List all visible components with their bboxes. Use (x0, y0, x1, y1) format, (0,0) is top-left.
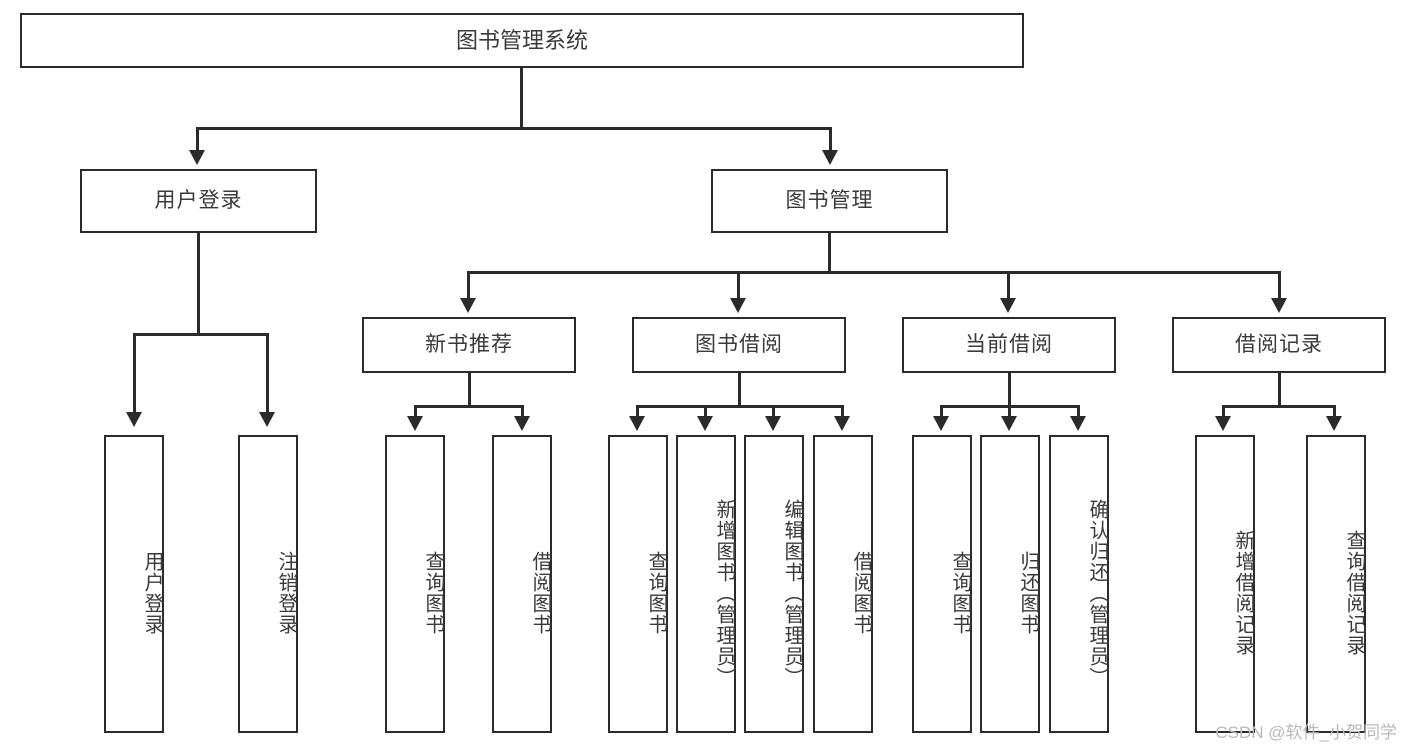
node-label: 图书管理系统 (455, 27, 588, 53)
arrow-current-borrow-child-1 (933, 416, 949, 431)
node-label: 注销登录 (275, 551, 297, 635)
node-label: 查询图书 (645, 551, 667, 635)
connector-book-manage-child-3 (1007, 271, 1010, 301)
connector-book-borrow-child-4 (841, 405, 844, 419)
arrow-root-to-book-manage (822, 150, 838, 165)
connector-root-bus (196, 127, 832, 130)
leaf-logout-login[interactable]: 注销登录 (238, 435, 298, 733)
node-label: 借阅记录 (1235, 332, 1323, 356)
leaf-new-book-borrow-book[interactable]: 借阅图书 (492, 435, 552, 733)
arrow-new-book-child-1 (407, 416, 423, 431)
node-label: 查询图书 (422, 551, 444, 635)
connector-root-to-book-manage (829, 127, 832, 153)
arrow-book-borrow-child-3 (765, 416, 781, 431)
arrow-book-manage-child-3 (1000, 298, 1016, 313)
connector-new-book-child-2 (521, 405, 524, 419)
connector-book-manage-child-2 (737, 271, 740, 301)
arrow-user-login-child-2 (259, 412, 275, 427)
leaf-current-query-book[interactable]: 查询图书 (912, 435, 972, 733)
node-label: 用户登录 (154, 188, 243, 212)
connector-book-borrow-stem (738, 373, 741, 407)
node-book-management[interactable]: 图书管理 (711, 169, 948, 233)
leaf-borrow-borrow-book[interactable]: 借阅图书 (813, 435, 873, 733)
connector-root-to-user-login (196, 127, 199, 153)
node-label: 当前借阅 (965, 332, 1053, 356)
connector-current-borrow-child-1 (940, 405, 943, 419)
connector-borrow-record-bus (1222, 405, 1336, 408)
leaf-current-return-book[interactable]: 归还图书 (980, 435, 1040, 733)
arrow-book-borrow-child-2 (697, 416, 713, 431)
connector-current-borrow-child-3 (1077, 405, 1080, 419)
arrow-book-manage-child-1 (460, 298, 476, 313)
node-label: 查询借阅记录 (1343, 530, 1365, 656)
connector-book-manage-stem (828, 233, 831, 273)
node-label: 确认归还（管理员） (1086, 498, 1108, 688)
leaf-record-query-borrow-record[interactable]: 查询借阅记录 (1306, 435, 1366, 733)
leaf-borrow-add-book-admin[interactable]: 新增图书（管理员） (676, 435, 736, 733)
connector-root-stem (520, 68, 523, 128)
connector-book-manage-child-1 (467, 271, 470, 301)
connector-book-manage-bus (467, 271, 1281, 274)
connector-current-borrow-child-2 (1008, 405, 1011, 419)
connector-book-manage-child-4 (1278, 271, 1281, 301)
leaf-borrow-query-book[interactable]: 查询图书 (608, 435, 668, 733)
leaf-current-confirm-return-admin[interactable]: 确认归还（管理员） (1049, 435, 1109, 733)
connector-book-borrow-bus (636, 405, 844, 408)
arrow-book-manage-child-2 (730, 298, 746, 313)
node-label: 归还图书 (1017, 551, 1039, 635)
node-label: 用户登录 (141, 551, 163, 635)
leaf-record-add-borrow-record[interactable]: 新增借阅记录 (1195, 435, 1255, 733)
arrow-borrow-record-child-1 (1215, 416, 1231, 431)
arrow-current-borrow-child-2 (1001, 416, 1017, 431)
leaf-borrow-edit-book-admin[interactable]: 编辑图书（管理员） (744, 435, 804, 733)
connector-borrow-record-child-2 (1333, 405, 1336, 419)
connector-user-login-stem (197, 233, 200, 335)
arrow-new-book-child-2 (514, 416, 530, 431)
node-label: 编辑图书（管理员） (781, 498, 803, 688)
connector-user-login-child-1 (133, 333, 136, 415)
connector-book-borrow-child-2 (704, 405, 707, 419)
connector-borrow-record-stem (1278, 373, 1281, 407)
node-label: 查询图书 (949, 551, 971, 635)
node-current-borrow[interactable]: 当前借阅 (902, 317, 1116, 373)
watermark-text: CSDN @软件_小贺同学 (1215, 723, 1397, 742)
connector-book-borrow-child-1 (636, 405, 639, 419)
arrow-user-login-child-1 (126, 412, 142, 427)
leaf-user-login[interactable]: 用户登录 (104, 435, 164, 733)
connector-user-login-bus (133, 333, 269, 336)
node-user-login[interactable]: 用户登录 (80, 169, 317, 233)
connector-user-login-child-2 (266, 333, 269, 415)
arrow-borrow-record-child-2 (1326, 416, 1342, 431)
node-label: 图书借阅 (695, 332, 783, 356)
arrow-book-borrow-child-4 (834, 416, 850, 431)
arrow-book-manage-child-4 (1271, 298, 1287, 313)
leaf-new-book-query-book[interactable]: 查询图书 (385, 435, 445, 733)
node-label: 新增借阅记录 (1232, 530, 1254, 656)
node-root-system[interactable]: 图书管理系统 (20, 13, 1024, 68)
node-borrow-record[interactable]: 借阅记录 (1172, 317, 1386, 373)
connector-new-book-bus (414, 405, 524, 408)
node-label: 图书管理 (785, 188, 874, 212)
node-label: 新书推荐 (425, 332, 513, 356)
connector-current-borrow-stem (1008, 373, 1011, 407)
node-new-book-recommend[interactable]: 新书推荐 (362, 317, 576, 373)
node-book-borrow[interactable]: 图书借阅 (632, 317, 846, 373)
connector-book-borrow-child-3 (772, 405, 775, 419)
connector-new-book-child-1 (414, 405, 417, 419)
connector-new-book-stem (468, 373, 471, 407)
arrow-root-to-user-login (189, 150, 205, 165)
arrow-current-borrow-child-3 (1070, 416, 1086, 431)
node-label: 借阅图书 (850, 551, 872, 635)
node-label: 借阅图书 (529, 551, 551, 635)
connector-borrow-record-child-1 (1222, 405, 1225, 419)
arrow-book-borrow-child-1 (629, 416, 645, 431)
node-label: 新增图书（管理员） (713, 498, 735, 688)
